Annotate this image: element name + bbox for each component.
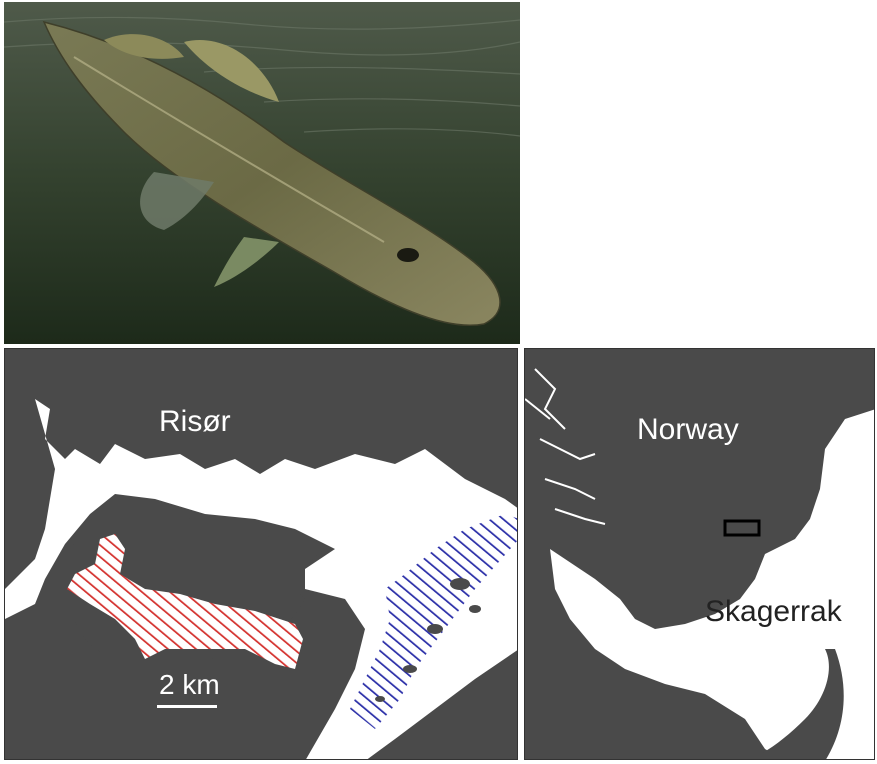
local-map: Risør 2 km <box>4 348 518 760</box>
country-label-norway: Norway <box>637 413 739 446</box>
region-map: Norway Skagerrak <box>524 348 875 760</box>
town-label-risor: Risør <box>159 405 231 438</box>
blue-hatched-area <box>350 514 517 729</box>
scale-label: 2 km <box>159 669 220 700</box>
study-area-marker <box>723 519 761 537</box>
region-map-svg <box>525 349 874 759</box>
local-map-svg <box>5 349 517 759</box>
denmark-land <box>750 649 844 759</box>
scale-bar <box>157 705 217 708</box>
cod-fish-photo <box>4 2 520 344</box>
skagerrak-water <box>550 409 874 759</box>
red-hatched-area <box>67 534 303 669</box>
cod-photo <box>4 2 520 344</box>
sea-label-skagerrak: Skagerrak <box>705 595 842 628</box>
